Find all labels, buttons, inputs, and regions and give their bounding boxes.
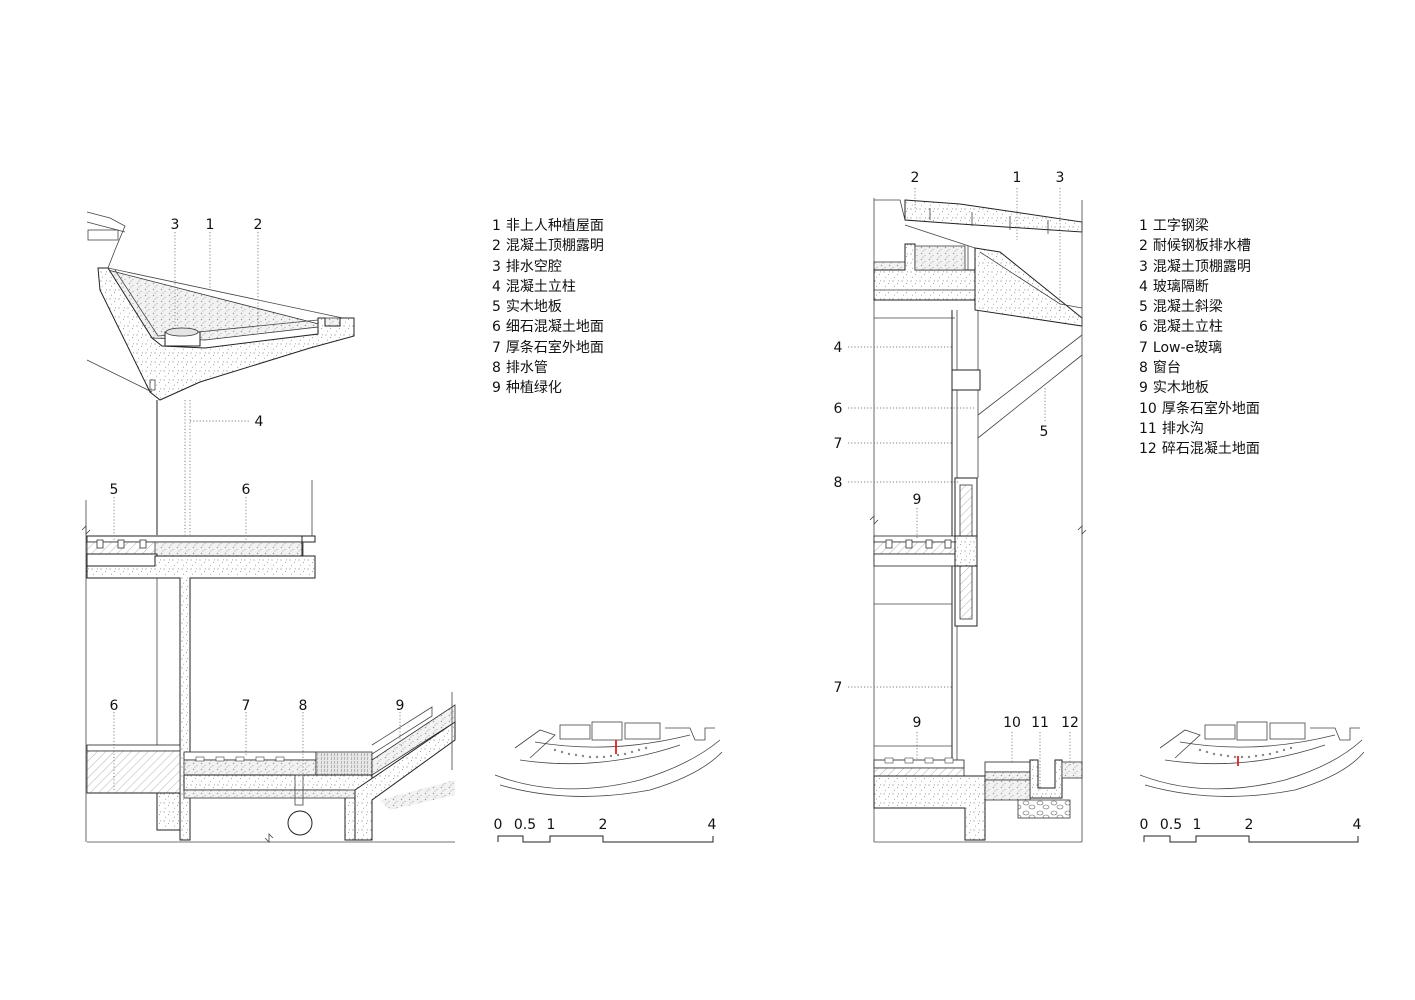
callout-1: 1 xyxy=(206,217,215,233)
left-scale-0: 0 xyxy=(494,817,503,833)
right-scale-0: 0 xyxy=(1140,817,1149,833)
callout-9: 9 xyxy=(396,698,405,714)
r-callout-5: 5 xyxy=(1040,424,1049,440)
left-scale-bar: 0 0.5 1 2 4 xyxy=(494,817,717,843)
callout-6-lower: 6 xyxy=(110,698,119,714)
left-scale-05: 0.5 xyxy=(514,817,536,833)
right-scale-4: 4 xyxy=(1353,817,1362,833)
r-callout-8: 8 xyxy=(834,475,843,491)
r-callout-9-upper: 9 xyxy=(913,492,922,508)
r-callout-12: 12 xyxy=(1061,715,1079,731)
r-callout-10: 10 xyxy=(1003,715,1021,731)
callout-8: 8 xyxy=(299,698,308,714)
callout-2: 2 xyxy=(254,217,263,233)
left-section: 3 1 2 4 5 6 6 7 8 9 xyxy=(81,211,456,843)
r-callout-4: 4 xyxy=(834,340,843,356)
left-scale-4: 4 xyxy=(708,817,717,833)
r-callout-2: 2 xyxy=(911,170,920,186)
r-callout-9-lower: 9 xyxy=(913,715,922,731)
r-callout-1: 1 xyxy=(1013,170,1022,186)
right-scale-bar: 0 0.5 1 2 4 xyxy=(1140,817,1362,843)
right-scale-2: 2 xyxy=(1245,817,1254,833)
callout-6-upper: 6 xyxy=(242,482,251,498)
r-callout-6: 6 xyxy=(834,401,843,417)
left-scale-2: 2 xyxy=(599,817,608,833)
right-scale-1: 1 xyxy=(1193,817,1202,833)
callout-4: 4 xyxy=(255,414,264,430)
left-key-plan xyxy=(494,721,723,797)
right-section: 2 1 3 4 6 7 8 7 5 9 9 10 11 12 xyxy=(834,170,1087,843)
r-callout-7-lower: 7 xyxy=(834,680,843,696)
callout-5: 5 xyxy=(110,482,119,498)
right-key-plan xyxy=(1139,721,1365,797)
r-callout-11: 11 xyxy=(1031,715,1049,731)
callout-3: 3 xyxy=(171,217,180,233)
right-scale-05: 0.5 xyxy=(1160,817,1182,833)
left-scale-1: 1 xyxy=(547,817,556,833)
r-callout-3: 3 xyxy=(1056,170,1065,186)
r-callout-7-upper: 7 xyxy=(834,436,843,452)
callout-7: 7 xyxy=(242,698,251,714)
